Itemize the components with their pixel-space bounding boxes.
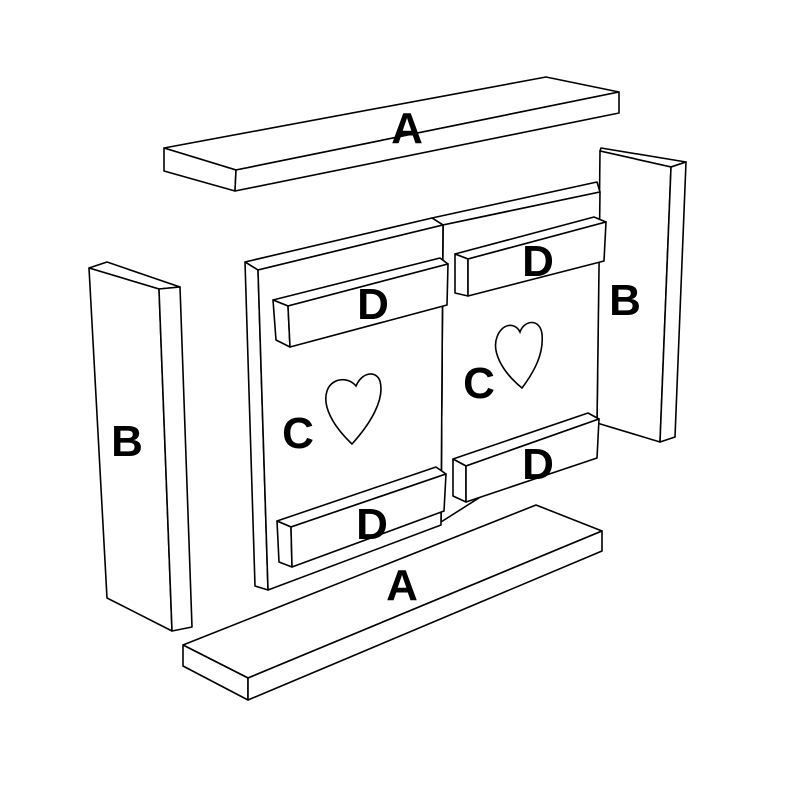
label-b-right: B — [609, 276, 641, 325]
label-d-left-top: D — [357, 280, 389, 329]
cleat-d-left-bottom — [276, 466, 447, 568]
label-d-right-bottom: D — [522, 440, 554, 489]
heart-cutout-left — [325, 373, 382, 446]
label-c-right: C — [463, 359, 495, 408]
part-labels: A A B B C C D D D D — [111, 104, 641, 610]
board-a-top — [163, 76, 620, 192]
cleat-d-right-bottom — [452, 412, 600, 503]
label-d-left-bottom: D — [356, 500, 388, 549]
label-c-left: C — [282, 409, 314, 458]
cleat-d-right-top — [454, 216, 607, 297]
board-a-bottom — [182, 504, 603, 701]
board-b-left — [88, 261, 193, 632]
board-b-right — [596, 147, 687, 443]
heart-cutout-right — [494, 321, 544, 390]
label-a-top: A — [391, 104, 423, 153]
cleat-d-left-top — [272, 257, 449, 348]
label-b-left: B — [111, 417, 143, 466]
label-d-right-top: D — [522, 237, 554, 286]
label-a-bottom: A — [386, 561, 418, 610]
